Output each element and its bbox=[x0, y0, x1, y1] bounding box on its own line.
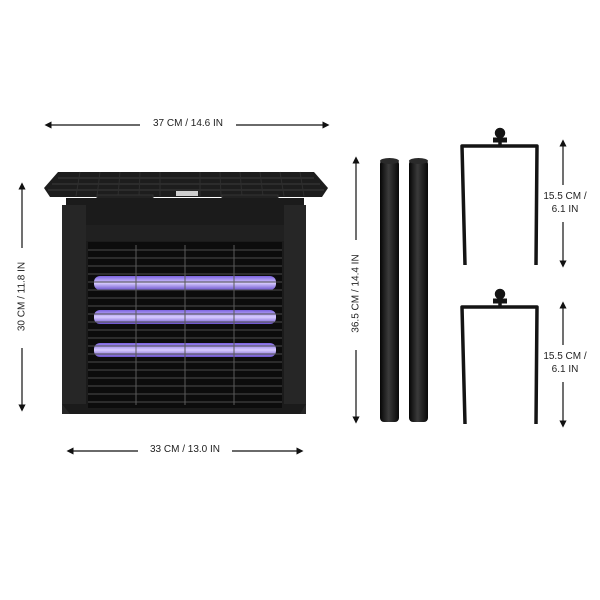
stake-part-bottom bbox=[460, 288, 539, 425]
stake-top-label-line1: 15.5 CM / bbox=[543, 191, 587, 202]
pole-length-label: 36.5 CM / 14.4 IN bbox=[350, 254, 362, 333]
bug-zapper-device bbox=[44, 171, 328, 414]
pole-2 bbox=[409, 160, 428, 422]
stake-bottom-label-line2: 6.1 IN bbox=[551, 364, 579, 375]
bottom-width-label: 33 CM / 13.0 IN bbox=[149, 444, 221, 455]
top-width-label: 37 CM / 14.6 IN bbox=[152, 118, 224, 129]
pole-1 bbox=[380, 160, 399, 422]
stake-part-top bbox=[460, 127, 539, 266]
height-label: 30 CM / 11.8 IN bbox=[16, 261, 28, 332]
stake-top-label-line2: 6.1 IN bbox=[551, 204, 579, 215]
stake-bottom-label-line1: 15.5 CM / bbox=[543, 351, 587, 362]
pole-part bbox=[380, 158, 428, 422]
